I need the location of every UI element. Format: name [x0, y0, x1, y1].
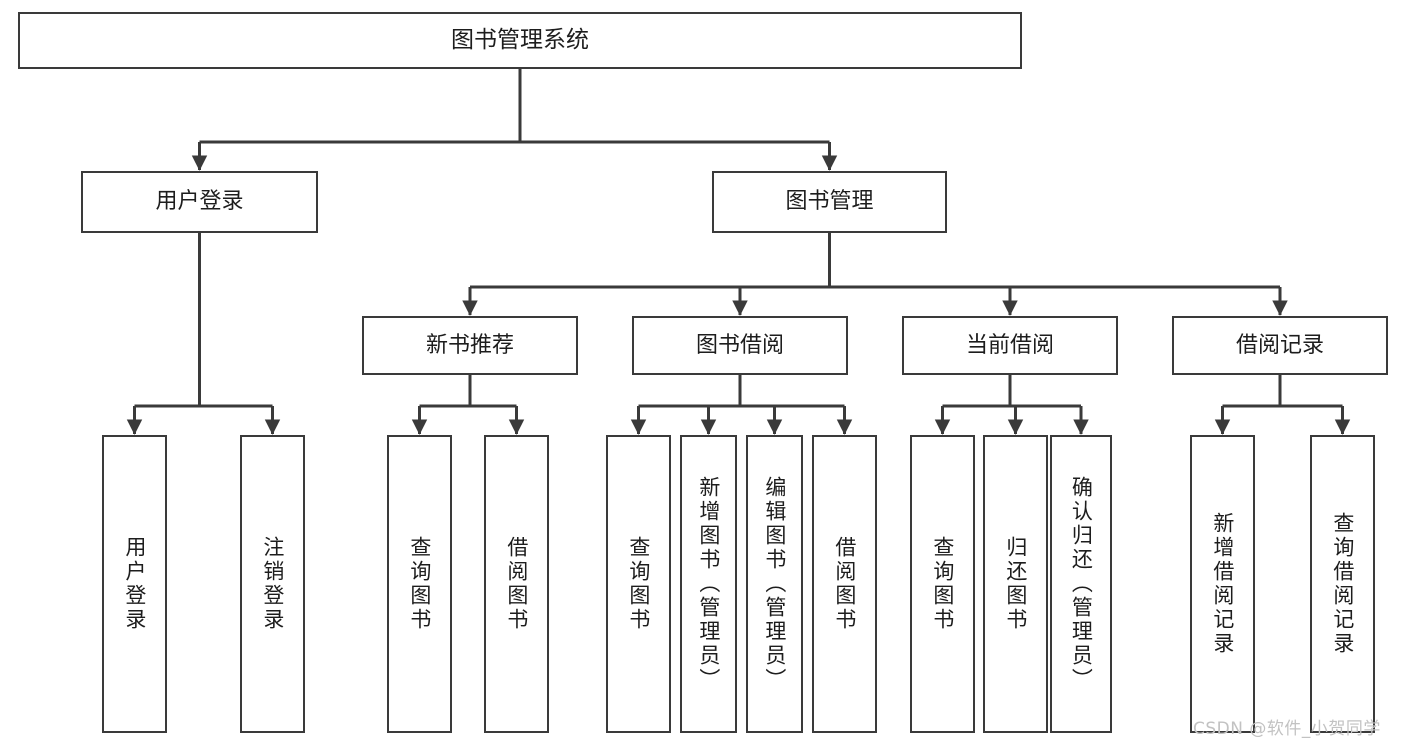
node-user-login: 用户登录 — [81, 171, 318, 233]
node-label: 新增图书（管理员） — [696, 476, 721, 692]
node-label: 查询图书 — [626, 536, 651, 632]
node-leaf-borrow-book-1: 借阅图书 — [484, 435, 549, 733]
node-leaf-query-book-1: 查询图书 — [387, 435, 452, 733]
node-leaf-query-book-3: 查询图书 — [910, 435, 975, 733]
node-label: 用户登录 — [122, 536, 147, 632]
node-leaf-borrow-book-2: 借阅图书 — [812, 435, 877, 733]
node-label: 图书借阅 — [695, 332, 784, 358]
node-root: 图书管理系统 — [18, 12, 1022, 69]
node-leaf-confirm-return: 确认归还（管理员） — [1050, 435, 1112, 733]
csdn-watermark: CSDN @软件_小贺同学 — [1193, 719, 1381, 739]
edge-paths — [126, 69, 1351, 435]
node-label: 图书管理系统 — [451, 26, 589, 53]
node-leaf-query-record: 查询借阅记录 — [1310, 435, 1375, 733]
node-label: 确认归还（管理员） — [1069, 476, 1094, 692]
node-leaf-add-book: 新增图书（管理员） — [680, 435, 737, 733]
node-leaf-return-book: 归还图书 — [983, 435, 1048, 733]
node-leaf-query-book-2: 查询图书 — [606, 435, 671, 733]
node-leaf-user-logout: 注销登录 — [240, 435, 305, 733]
node-label: 借阅图书 — [832, 536, 857, 632]
node-label: 图书管理 — [785, 189, 874, 215]
node-leaf-edit-book: 编辑图书（管理员） — [746, 435, 803, 733]
node-label: 编辑图书（管理员） — [762, 476, 787, 692]
node-label: 借阅记录 — [1235, 332, 1324, 358]
node-current-borrow: 当前借阅 — [902, 316, 1118, 375]
node-book-manage: 图书管理 — [712, 171, 947, 233]
node-label: 查询借阅记录 — [1330, 512, 1355, 656]
node-label: 用户登录 — [155, 189, 244, 215]
node-label: 借阅图书 — [504, 536, 529, 632]
node-book-borrow: 图书借阅 — [632, 316, 848, 375]
node-new-book-rec: 新书推荐 — [362, 316, 578, 375]
node-label: 当前借阅 — [965, 332, 1054, 358]
node-leaf-user-login: 用户登录 — [102, 435, 167, 733]
node-label: 查询图书 — [407, 536, 432, 632]
node-borrow-record: 借阅记录 — [1172, 316, 1388, 375]
node-label: 查询图书 — [930, 536, 955, 632]
node-leaf-add-record: 新增借阅记录 — [1190, 435, 1255, 733]
node-label: 新增借阅记录 — [1210, 512, 1235, 656]
node-label: 归还图书 — [1003, 536, 1028, 632]
node-label: 注销登录 — [260, 536, 285, 632]
node-label: 新书推荐 — [425, 332, 514, 358]
